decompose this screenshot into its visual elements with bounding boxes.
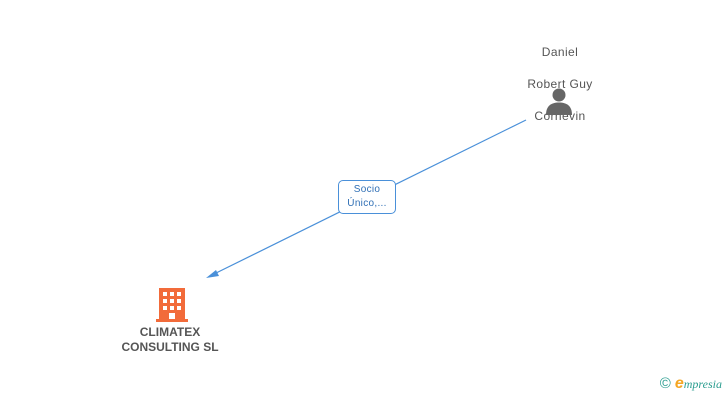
edge-arrowhead bbox=[206, 270, 219, 278]
brand-text: mpresia bbox=[683, 377, 722, 391]
person-name[interactable]: Daniel Robert Guy Cornevin bbox=[500, 28, 620, 140]
relationship-label-line2: Único,... bbox=[347, 198, 387, 209]
person-node[interactable]: Daniel Robert Guy Cornevin bbox=[500, 28, 620, 140]
empresia-brand[interactable]: © empresia bbox=[660, 374, 722, 394]
brand-e-glyph: e bbox=[674, 375, 684, 392]
relationship-label-line1: Socio bbox=[353, 184, 381, 195]
company-name[interactable]: CLIMATEX CONSULTING SL bbox=[100, 325, 240, 355]
company-name-line1: CLIMATEX bbox=[139, 325, 201, 339]
person-name-line1: Daniel bbox=[541, 45, 579, 59]
company-name-line2: CONSULTING SL bbox=[121, 340, 219, 354]
person-name-line2: Robert Guy bbox=[527, 77, 593, 91]
relationship-label[interactable]: Socio Único,... bbox=[338, 180, 396, 214]
building-icon[interactable] bbox=[156, 286, 188, 322]
brand-wordmark: empresia bbox=[675, 375, 722, 393]
person-icon[interactable] bbox=[544, 86, 574, 116]
copyright-icon: © bbox=[659, 375, 671, 392]
